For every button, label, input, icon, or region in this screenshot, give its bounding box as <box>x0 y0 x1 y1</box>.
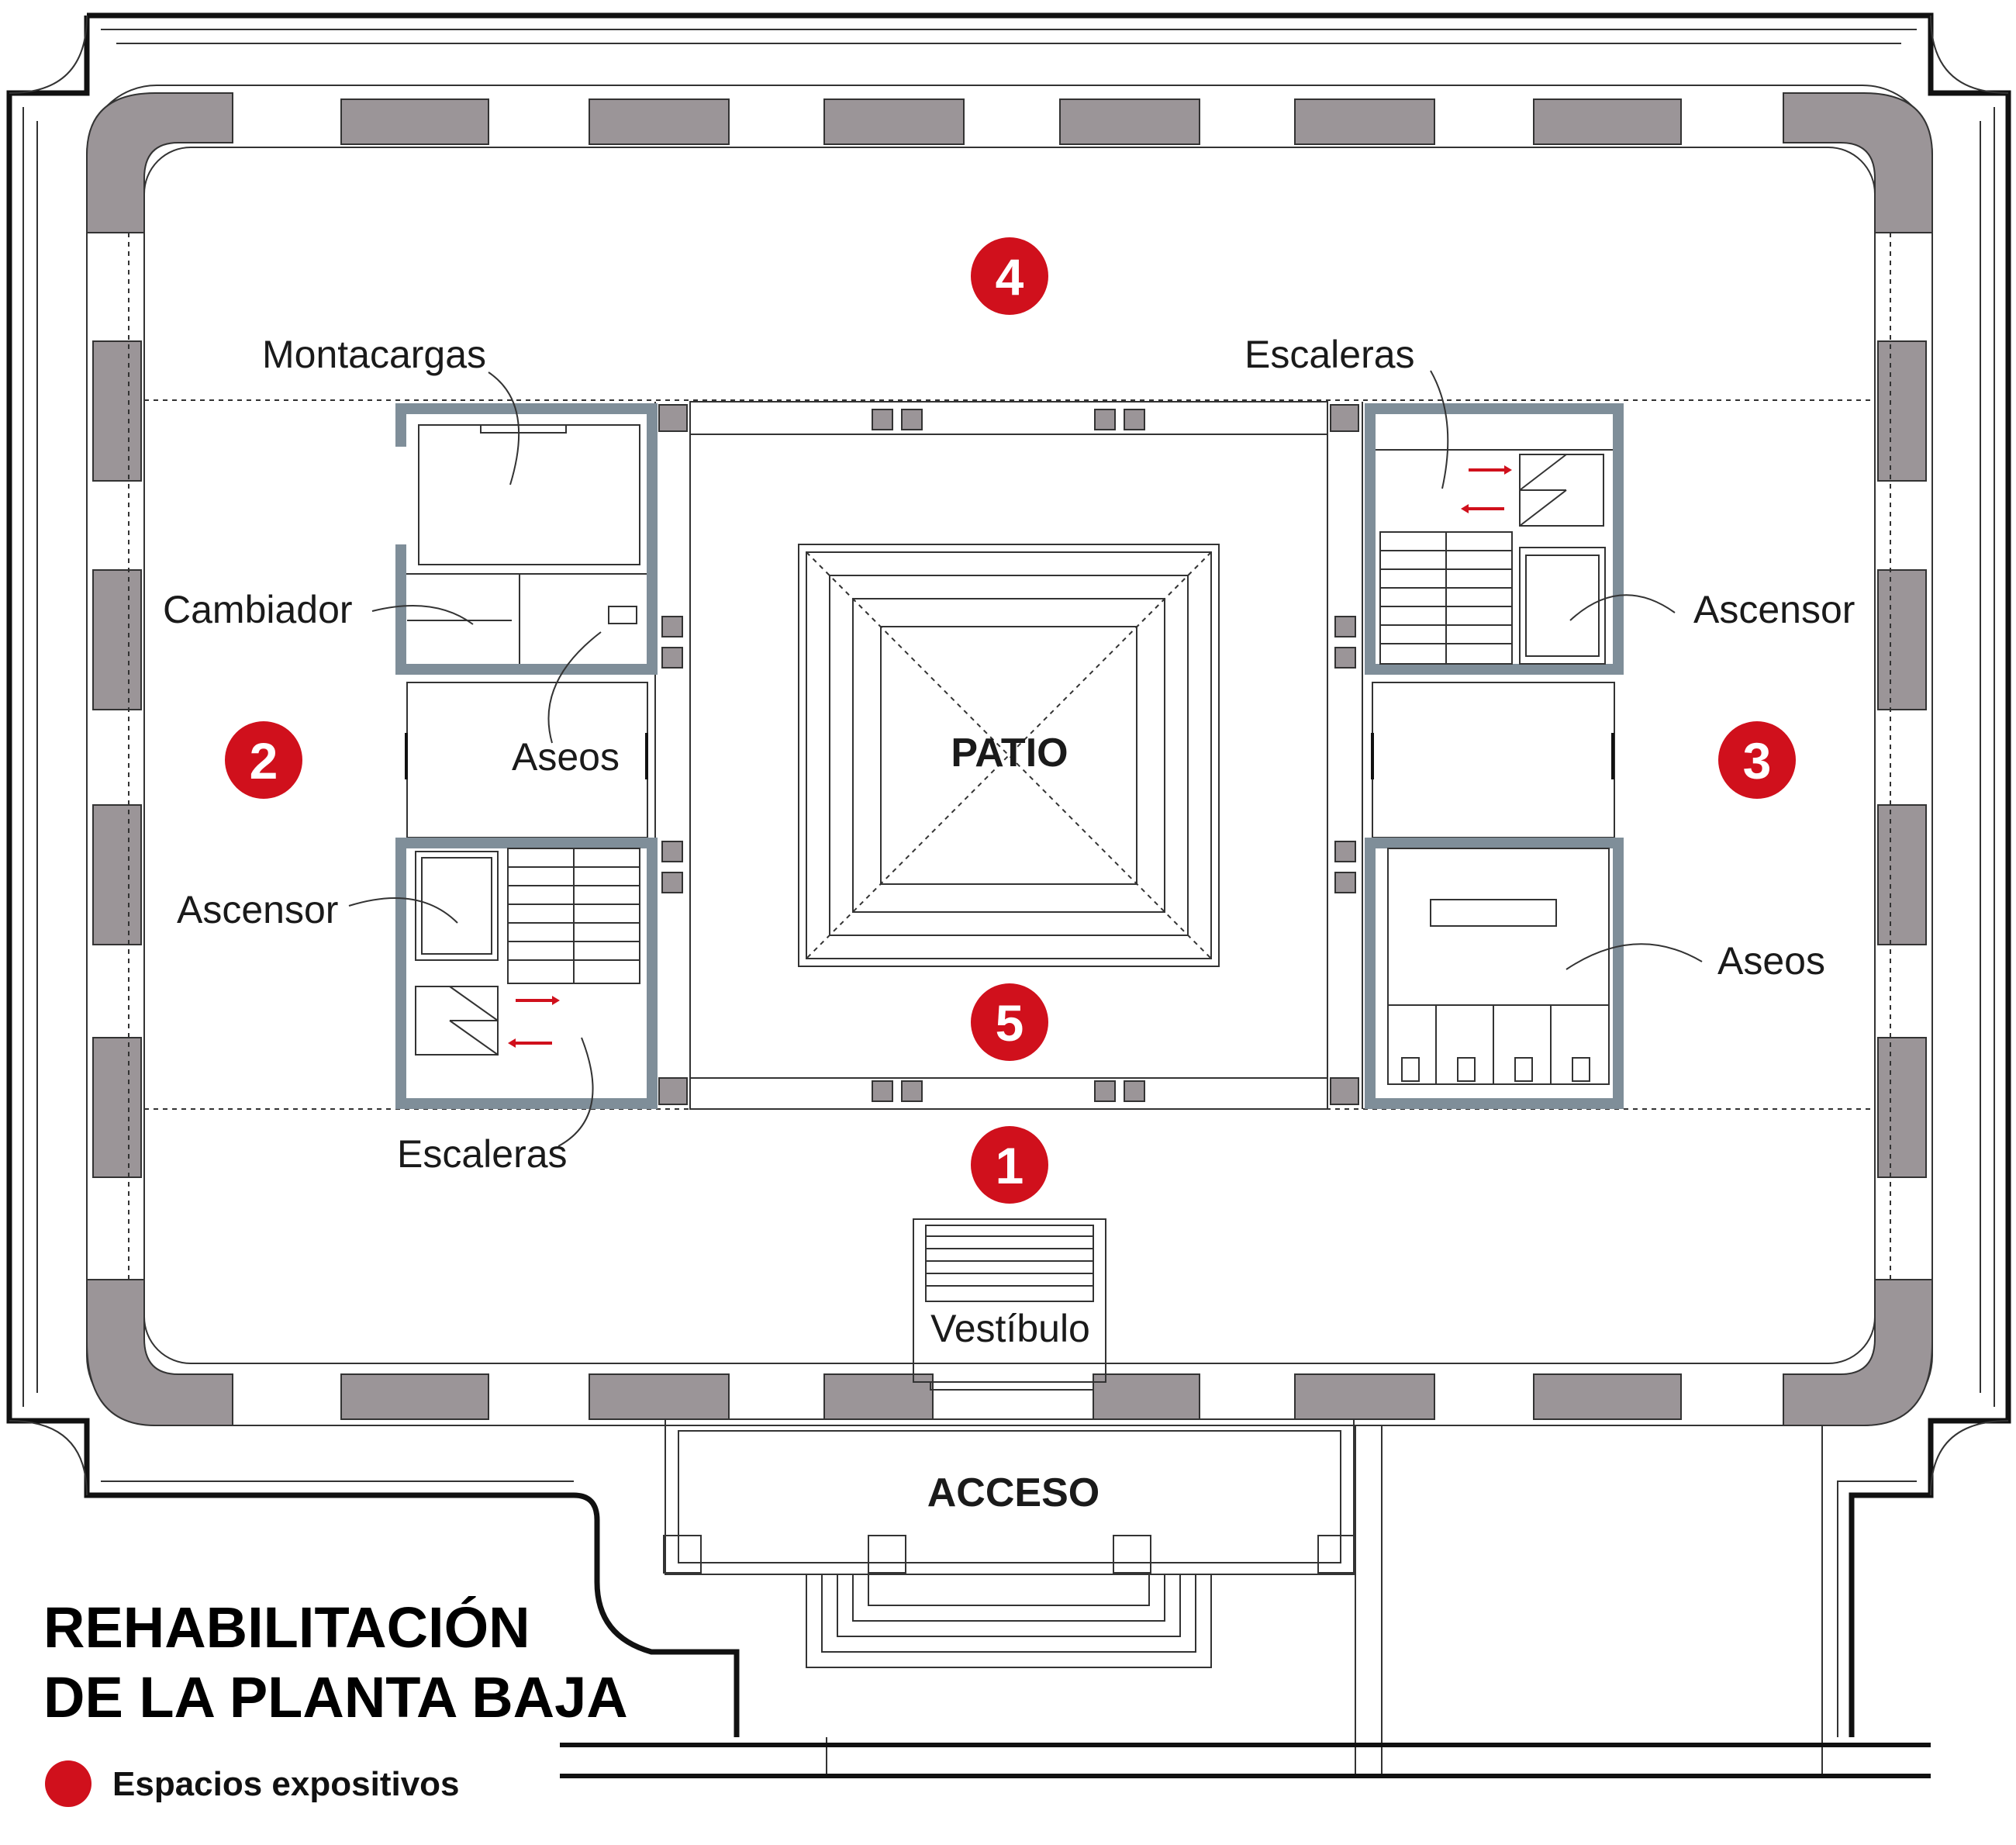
stair-treads-left <box>507 848 640 984</box>
right-core <box>1365 403 1624 1109</box>
building-outline <box>6 12 2011 1737</box>
title-block: REHABILITACIÓN DE LA PLANTA BAJA <box>43 1595 628 1729</box>
legend-marker <box>45 1760 91 1807</box>
stair-treads-right <box>1379 531 1513 665</box>
svg-text:1: 1 <box>996 1137 1024 1194</box>
patio-skylight <box>798 544 1220 967</box>
title-line-2: DE LA PLANTA BAJA <box>43 1665 628 1729</box>
label-aseos-left: Aseos <box>512 735 620 779</box>
svg-text:5: 5 <box>996 994 1024 1052</box>
label-ascensor-left: Ascensor <box>177 888 338 931</box>
entrance <box>663 1218 1823 1776</box>
label-aseos-right: Aseos <box>1717 939 1825 983</box>
label-escaleras-right: Escaleras <box>1244 333 1415 376</box>
svg-text:4: 4 <box>996 248 1024 306</box>
space-marker-1: 1 <box>971 1126 1048 1204</box>
svg-text:3: 3 <box>1743 732 1772 789</box>
label-escaleras-left: Escaleras <box>397 1132 568 1176</box>
label-vestibulo: Vestíbulo <box>930 1307 1090 1350</box>
label-patio: PATIO <box>951 731 1068 776</box>
callout-lines <box>348 370 1703 1147</box>
title-line-1: REHABILITACIÓN <box>43 1595 530 1660</box>
label-acceso: ACCESO <box>927 1470 1099 1515</box>
space-marker-4: 4 <box>971 237 1048 315</box>
legend-label: Espacios expositivos <box>112 1765 460 1803</box>
ground-lines <box>560 1743 1931 1778</box>
label-ascensor-right: Ascensor <box>1693 588 1855 631</box>
label-montacargas: Montacargas <box>262 333 486 376</box>
room-labels: Montacargas Cambiador Aseos Ascensor Esc… <box>163 333 1855 1515</box>
space-marker-3: 3 <box>1718 721 1796 799</box>
left-core <box>395 403 658 1109</box>
legend: Espacios expositivos <box>45 1760 460 1807</box>
space-marker-5: 5 <box>971 983 1048 1061</box>
label-cambiador: Cambiador <box>163 588 353 631</box>
exterior-walls <box>86 85 1933 1426</box>
space-markers: 4 2 3 5 1 <box>225 237 1796 1204</box>
space-marker-2: 2 <box>225 721 302 799</box>
svg-text:2: 2 <box>250 732 278 789</box>
